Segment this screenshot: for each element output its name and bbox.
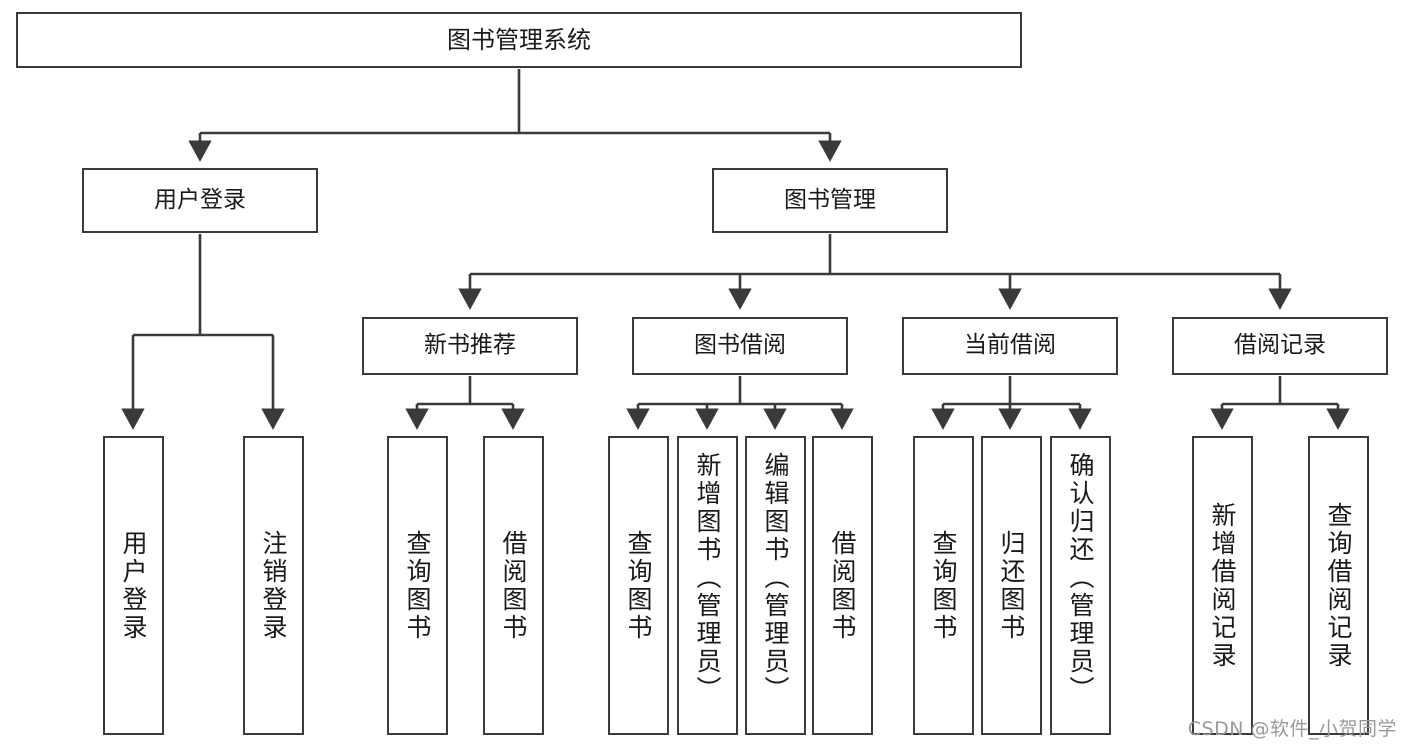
node-leaf-borrow-book[interactable]: 借阅图书 — [812, 436, 873, 735]
node-label: 注销登录 — [259, 529, 288, 642]
node-book-management[interactable]: 图书管理 — [712, 168, 948, 233]
node-label: 用户登录 — [154, 186, 246, 213]
node-label: 图书管理系统 — [447, 25, 591, 54]
node-leaf-add-book-admin[interactable]: 新增图书（管理员） — [677, 436, 738, 735]
node-current-borrow[interactable]: 当前借阅 — [902, 317, 1118, 375]
node-label: 编辑图书（管理员） — [761, 452, 790, 704]
node-new-book-recommend[interactable]: 新书推荐 — [362, 317, 578, 375]
node-label: 借阅图书 — [828, 529, 857, 642]
node-leaf-add-borrow-record[interactable]: 新增借阅记录 — [1192, 436, 1253, 735]
node-label: 图书借阅 — [694, 332, 786, 359]
node-book-borrow[interactable]: 图书借阅 — [632, 317, 848, 375]
node-user-login[interactable]: 用户登录 — [82, 168, 318, 233]
node-label: 用户登录 — [119, 529, 148, 642]
node-borrow-record[interactable]: 借阅记录 — [1172, 317, 1388, 375]
node-leaf-borrow-book-recommend[interactable]: 借阅图书 — [483, 436, 544, 735]
csdn-watermark: CSDN @软件_小贺同学 — [1187, 718, 1397, 740]
node-label: 新增借阅记录 — [1208, 501, 1237, 670]
node-leaf-user-login[interactable]: 用户登录 — [103, 436, 164, 735]
node-leaf-query-book-recommend[interactable]: 查询图书 — [387, 436, 448, 735]
node-label: 借阅图书 — [499, 529, 528, 642]
node-leaf-logout[interactable]: 注销登录 — [243, 436, 304, 735]
node-leaf-confirm-return-admin[interactable]: 确认归还（管理员） — [1050, 436, 1111, 735]
node-label: 借阅记录 — [1234, 332, 1326, 359]
node-label: 新增图书（管理员） — [693, 452, 722, 704]
node-leaf-return-book[interactable]: 归还图书 — [981, 436, 1042, 735]
node-leaf-query-book-borrow[interactable]: 查询图书 — [608, 436, 669, 735]
node-label: 确认归还（管理员） — [1066, 452, 1095, 704]
node-label: 新书推荐 — [424, 332, 516, 359]
node-root-book-management-system[interactable]: 图书管理系统 — [16, 12, 1022, 68]
node-label: 查询图书 — [624, 529, 653, 642]
node-label: 查询借阅记录 — [1324, 501, 1353, 670]
node-label: 归还图书 — [997, 529, 1026, 642]
node-leaf-edit-book-admin[interactable]: 编辑图书（管理员） — [745, 436, 806, 735]
node-label: 当前借阅 — [964, 332, 1056, 359]
node-leaf-query-book-current[interactable]: 查询图书 — [913, 436, 974, 735]
node-label: 查询图书 — [403, 529, 432, 642]
node-leaf-query-borrow-record[interactable]: 查询借阅记录 — [1308, 436, 1369, 735]
node-label: 查询图书 — [929, 529, 958, 642]
node-label: 图书管理 — [784, 186, 876, 213]
